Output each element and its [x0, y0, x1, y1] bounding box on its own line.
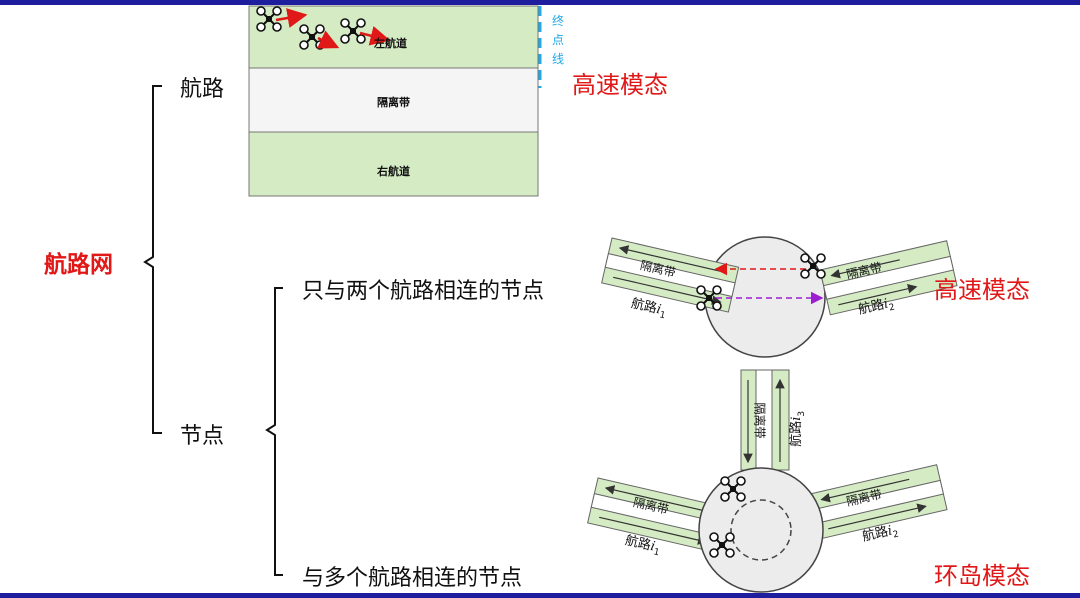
branch-node-label: 节点: [180, 424, 225, 449]
highway-node-figure: [601, 236, 958, 358]
root-label: 航路网: [44, 252, 113, 278]
bottom-border: [0, 593, 1080, 598]
left-lane-label: 左航道: [374, 37, 407, 50]
root-bracket: [143, 85, 162, 434]
rb-median-top-label: 隔离带: [752, 402, 767, 439]
top-border: [0, 0, 1080, 5]
node-bracket: [265, 287, 283, 576]
route-lane-figure: [248, 5, 542, 197]
rb-route-3-label: 航路i3: [789, 410, 807, 447]
right-lane-label: 右航道: [377, 165, 410, 178]
node-multi-label: 与多个航路相连的节点: [302, 566, 523, 591]
route-mode-label: 高速模态: [572, 71, 668, 99]
roundabout-mode-label: 环岛模态: [934, 562, 1030, 590]
node-two-label: 只与两个航路相连的节点: [302, 279, 545, 304]
median-label: 隔离带: [377, 96, 410, 109]
end-line-label: 终 点 线: [552, 14, 565, 66]
node-mode-label: 高速模态: [934, 276, 1030, 304]
roundabout-figure: [587, 369, 948, 593]
branch-route-label: 航路: [180, 77, 225, 102]
